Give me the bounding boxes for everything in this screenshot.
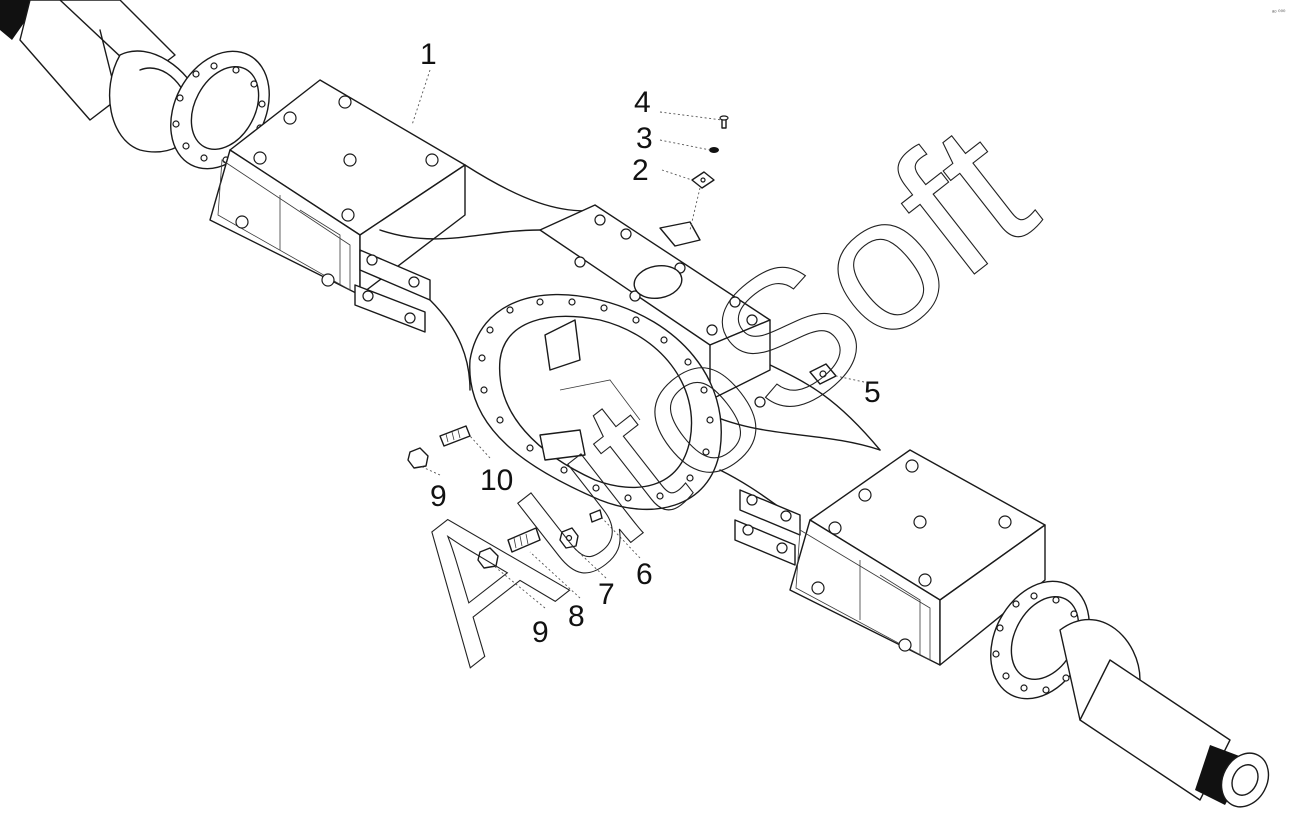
corner-mark: ᵃᵒ ⁰⁰⁰ — [1272, 9, 1286, 16]
axle-beam — [379, 164, 881, 521]
callout-2: 2 — [632, 154, 649, 187]
callout-1: 1 — [420, 38, 437, 71]
callout-labels: 1 2 3 4 5 6 7 8 9 9 10 — [420, 38, 881, 649]
ring-bolt-holes — [478, 298, 714, 502]
callout-4: 4 — [634, 86, 651, 119]
right-spring-seat — [789, 449, 1046, 666]
part-2-plate — [691, 171, 715, 189]
callout-8: 8 — [568, 600, 585, 633]
part-8-stud — [507, 527, 541, 553]
part-9-nut-upper — [407, 447, 429, 469]
callout-7: 7 — [598, 578, 615, 611]
right-spring-hangers — [734, 489, 801, 566]
part-10-stud — [439, 425, 471, 447]
callout-5: 5 — [864, 376, 881, 409]
callout-3: 3 — [636, 122, 653, 155]
part-7-nut — [559, 527, 579, 549]
part-9-nut-lower — [477, 547, 499, 569]
callout-6: 6 — [636, 558, 653, 591]
part-3-washer — [709, 147, 719, 153]
leader-lines — [411, 69, 865, 609]
part-4-bolt — [719, 115, 729, 129]
right-axle-shaft — [1059, 618, 1270, 808]
callout-10: 10 — [480, 464, 513, 497]
callout-9-upper: 9 — [430, 480, 447, 513]
differential-opening — [469, 293, 722, 511]
center-housing-top — [539, 204, 771, 408]
callout-9-lower: 9 — [532, 616, 549, 649]
